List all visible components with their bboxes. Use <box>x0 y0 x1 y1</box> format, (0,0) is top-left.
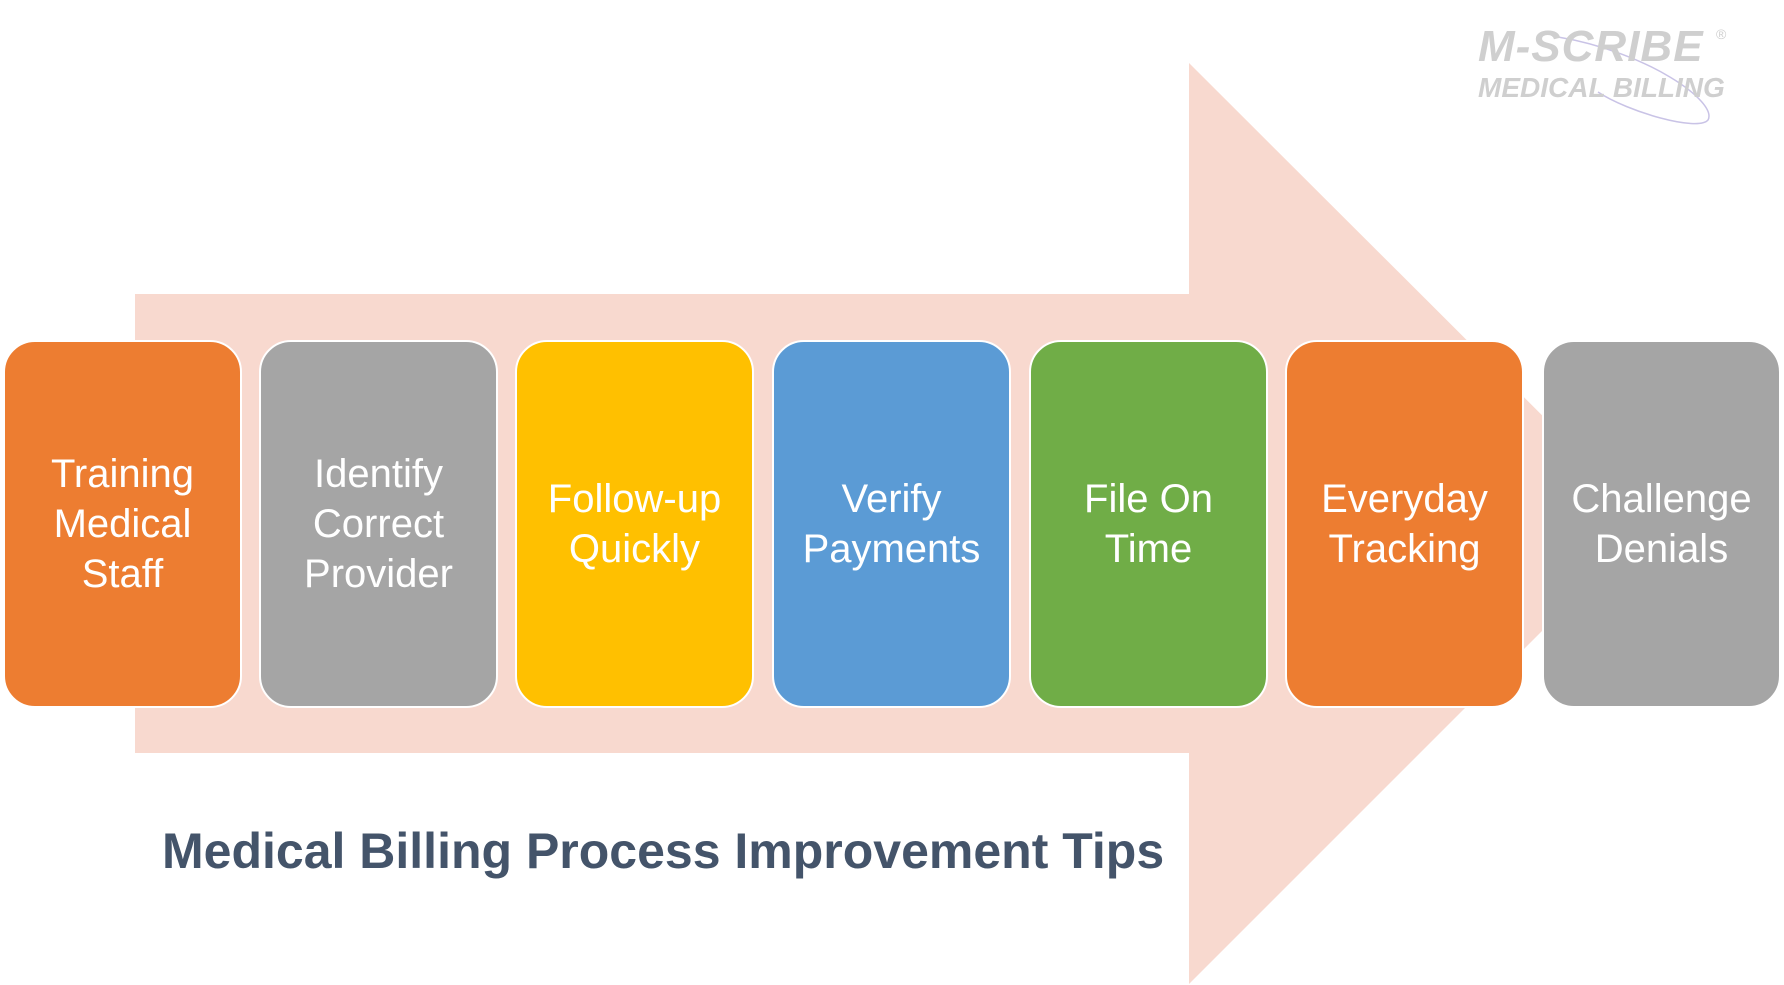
logo-line1: M-SCRIBE <box>1478 22 1704 71</box>
company-logo: M-SCRIBE ® MEDICAL BILLING <box>1478 22 1738 125</box>
step-identify-provider: Identify Correct Provider <box>259 340 498 708</box>
step-everyday-tracking: Everyday Tracking <box>1285 340 1524 708</box>
step-verify-payments: Verify Payments <box>772 340 1011 708</box>
step-follow-up: Follow-up Quickly <box>515 340 754 708</box>
logo-registered: ® <box>1716 26 1727 42</box>
step-label: Follow-up Quickly <box>547 477 722 571</box>
step-challenge-denials: Challenge Denials <box>1542 340 1781 708</box>
logo-line2: MEDICAL BILLING <box>1478 72 1725 103</box>
logo-swoosh-icon <box>1557 36 1710 125</box>
step-label: Everyday Tracking <box>1321 477 1488 571</box>
diagram-title: Medical Billing Process Improvement Tips <box>162 823 1165 879</box>
step-label: Verify Payments <box>802 477 981 571</box>
step-file-on-time: File On Time <box>1029 340 1268 708</box>
step-label: File On Time <box>1084 477 1213 571</box>
step-label: Identify Correct Provider <box>304 452 453 596</box>
step-label: Training Medical Staff <box>50 452 195 596</box>
step-label: Challenge Denials <box>1571 477 1752 571</box>
step-training: Training Medical Staff <box>3 340 242 708</box>
